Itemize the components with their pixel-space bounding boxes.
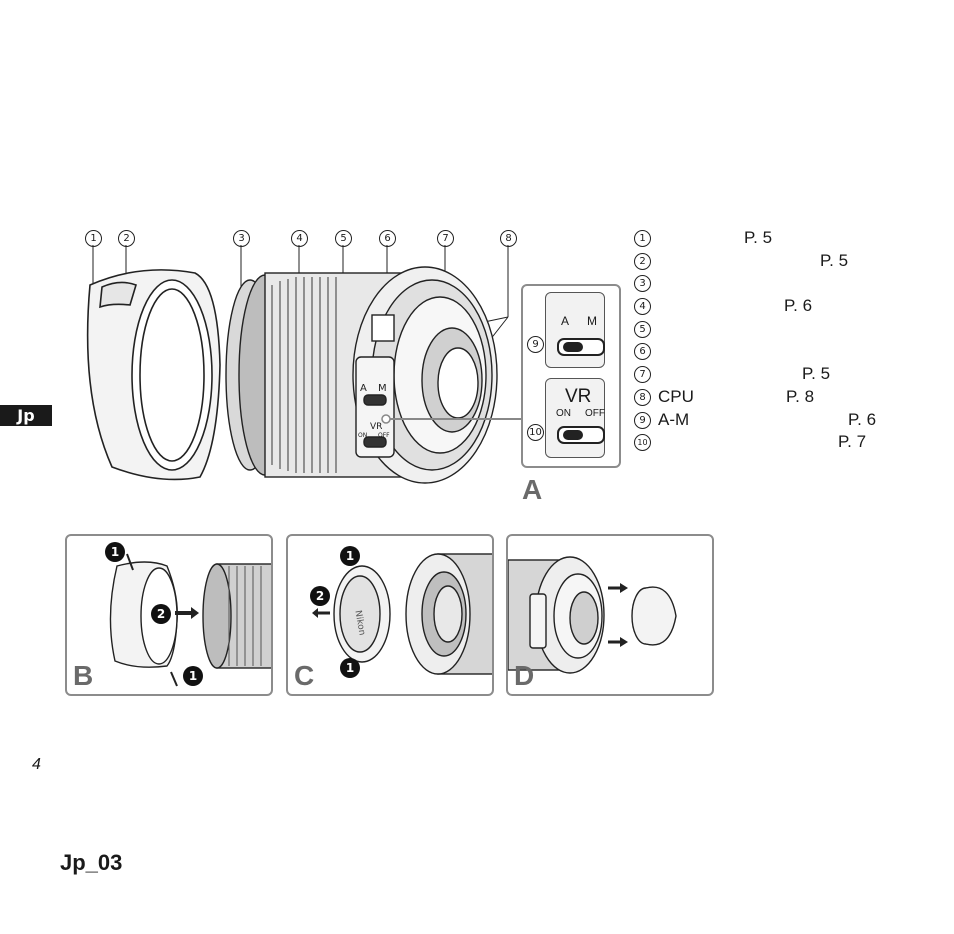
lens-hood xyxy=(86,269,221,481)
language-tab: Jp xyxy=(0,405,52,426)
legend-item: 8 CPU P. 8 xyxy=(634,386,934,408)
inset-switch-panel: A M 9 VR ON OFF 10 xyxy=(521,284,621,468)
legend-item: 10 P. 7 xyxy=(634,431,934,453)
legend-item: 6 xyxy=(634,340,934,362)
panel-c-illustration: Nikon xyxy=(312,553,492,675)
am-switch-plate xyxy=(545,292,605,368)
am-m-label: M xyxy=(587,314,597,328)
step-1-badge: 1 xyxy=(340,546,360,566)
page-number: 4 xyxy=(32,756,41,773)
legend-item: 1 P. 5 xyxy=(634,227,934,249)
inset-callout-10: 10 xyxy=(527,424,544,441)
callout-8: 8 xyxy=(500,230,517,247)
legend-page: P. 5 xyxy=(744,228,773,247)
brand-text: Nikon xyxy=(352,610,366,637)
lens-vr-off-label: OFF xyxy=(378,432,390,439)
legend-item: 4 P. 6 xyxy=(634,295,934,317)
legend-item: 2 P. 5 xyxy=(634,250,934,272)
legend-page: P. 5 xyxy=(802,364,831,383)
callout-2: 2 xyxy=(118,230,135,247)
step-2-badge: 2 xyxy=(151,604,171,624)
legend-num: 10 xyxy=(634,434,651,451)
legend-num: 9 xyxy=(634,412,651,429)
panel-d-illustration xyxy=(508,556,677,674)
legend-item: 9 A-M P. 6 xyxy=(634,409,934,431)
legend-num: 2 xyxy=(634,253,651,270)
lens-illustration: A M VR ON OFF xyxy=(86,245,522,484)
step-1-badge: 1 xyxy=(340,658,360,678)
legend-item: 7 P. 5 xyxy=(634,363,934,385)
panel-b-illustration xyxy=(109,553,271,687)
lens-barrel xyxy=(225,266,498,484)
am-a-label: A xyxy=(561,314,570,328)
step-1-badge: 1 xyxy=(183,666,203,686)
panel-letter-d: D xyxy=(514,660,535,691)
legend-num: 3 xyxy=(634,275,651,292)
legend-item: 5 xyxy=(634,318,934,340)
vr-title: VR xyxy=(565,386,592,407)
footer-code: Jp_03 xyxy=(60,850,123,875)
lens-switch-m-label: M xyxy=(378,383,387,394)
step-1-badge: 1 xyxy=(105,542,125,562)
legend-page: P. 6 xyxy=(784,296,813,315)
panel-d: D xyxy=(506,534,714,696)
inset-callout-9: 9 xyxy=(527,336,544,353)
legend-num: 6 xyxy=(634,343,651,360)
vr-switch-plate xyxy=(545,378,605,458)
legend-text: A-M xyxy=(658,410,690,429)
legend-page: P. 8 xyxy=(786,387,815,406)
legend-text: CPU xyxy=(658,387,694,406)
legend-num: 1 xyxy=(634,230,651,247)
panel-b: 1 2 1 B xyxy=(65,534,273,696)
lens-switch-a-label: A xyxy=(360,383,367,394)
vr-on-label: ON xyxy=(556,408,571,419)
lens-vr-on-label: ON xyxy=(358,432,367,439)
legend-page: P. 5 xyxy=(820,251,849,270)
legend-num: 7 xyxy=(634,366,651,383)
vr-off-label: OFF xyxy=(585,408,605,419)
panel-c: Nikon 1 2 1 C xyxy=(286,534,494,696)
panel-letter-b: B xyxy=(73,660,94,691)
legend-num: 8 xyxy=(634,389,651,406)
legend-num: 4 xyxy=(634,298,651,315)
step-2-badge: 2 xyxy=(310,586,330,606)
am-switch[interactable] xyxy=(557,338,605,356)
legend-page: P. 7 xyxy=(838,432,867,451)
vr-switch[interactable] xyxy=(557,426,605,444)
inset-letter-a: A xyxy=(522,474,543,505)
legend-page: P. 6 xyxy=(848,410,877,429)
panel-letter-c: C xyxy=(294,660,315,691)
legend-num: 5 xyxy=(634,321,651,338)
legend-item: 3 xyxy=(634,272,934,294)
lens-vr-label: VR xyxy=(370,422,382,432)
